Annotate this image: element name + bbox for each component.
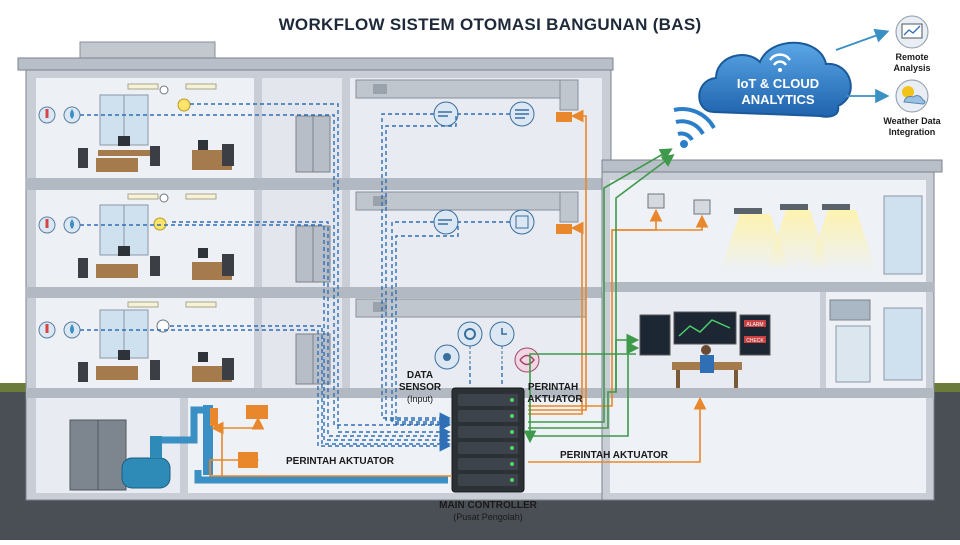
controller-label-line1: MAIN CONTROLLER (439, 500, 538, 511)
check-tag: CHECK (746, 338, 764, 344)
ceiling-light-icon (780, 204, 808, 210)
ceiling-light-icon (734, 208, 762, 214)
controller-analytics-icons (434, 321, 540, 373)
controller-label-line2: (Pusat Pengolah) (453, 512, 523, 522)
brain-ai-icon (514, 347, 540, 373)
gear-icon (457, 321, 483, 347)
iot-cloud: IoT & CLOUD ANALYTICS (698, 41, 852, 118)
weather-data-line2: Integration (889, 127, 936, 137)
fan-icon (433, 209, 459, 235)
actuator-top-line2: AKTUATOR (527, 394, 583, 405)
motion-sensor-icon (159, 193, 169, 203)
operator-figure (701, 345, 711, 355)
weather-data-line1: Weather Data (883, 116, 941, 126)
light-bulb-icon (153, 217, 167, 231)
basement-equipment (69, 405, 448, 491)
wifi-icon (673, 107, 716, 148)
actuator-right-label: PERINTAH AKTUATOR (560, 450, 669, 461)
annex-lights (647, 193, 876, 270)
sensor-label-line3: (Input) (407, 394, 433, 404)
alarm-tag: ALARM (746, 322, 763, 328)
damper-actuator-icon (556, 112, 572, 122)
valve-actuator-icon (246, 405, 268, 419)
sensor-signal-lines (80, 103, 510, 452)
sensor-label-line2: SENSOR (399, 382, 442, 393)
room-sensors (38, 85, 191, 339)
cloud-title-line1: IoT & CLOUD (737, 76, 819, 91)
pressure-sensor-icon (509, 209, 535, 235)
light-sensor-icon (647, 193, 665, 209)
light-sensor-icon (693, 199, 711, 215)
cloud-outputs: Remote Analysis Weather Data Integration (835, 15, 942, 137)
cloud-title-line2: ANALYTICS (741, 92, 815, 107)
ceiling-fan-icon (156, 319, 170, 333)
pump-tank (121, 457, 171, 489)
main-controller (451, 387, 525, 493)
cloud-wifi-icon (768, 53, 792, 61)
remote-analysis-line2: Analysis (893, 63, 930, 73)
motion-sensor-icon (159, 85, 169, 95)
network-lines (523, 148, 675, 444)
damper-actuator-icon (556, 224, 572, 234)
diagram-title: WORKFLOW SISTEM OTOMASI BANGUNAN (BAS) (279, 15, 702, 34)
fan-icon (433, 101, 459, 127)
remote-analysis-line1: Remote (895, 52, 928, 62)
control-room: ALARM CHECK (639, 311, 771, 388)
light-bulb-icon (177, 98, 191, 112)
ceiling-light-icon (822, 204, 850, 210)
sensor-label-line1: DATA (407, 370, 433, 381)
actuator-left-label: PERINTAH AKTUATOR (286, 456, 395, 467)
diagram-labels: DATA SENSOR (Input) PERINTAH AKTUATOR PE… (286, 370, 669, 522)
hvac-ducts (355, 79, 587, 318)
valve-icon (210, 408, 218, 426)
actuator-command-lines (209, 109, 709, 477)
monitor-screen (639, 314, 671, 356)
actuator-top-line1: PERINTAH (528, 382, 578, 393)
